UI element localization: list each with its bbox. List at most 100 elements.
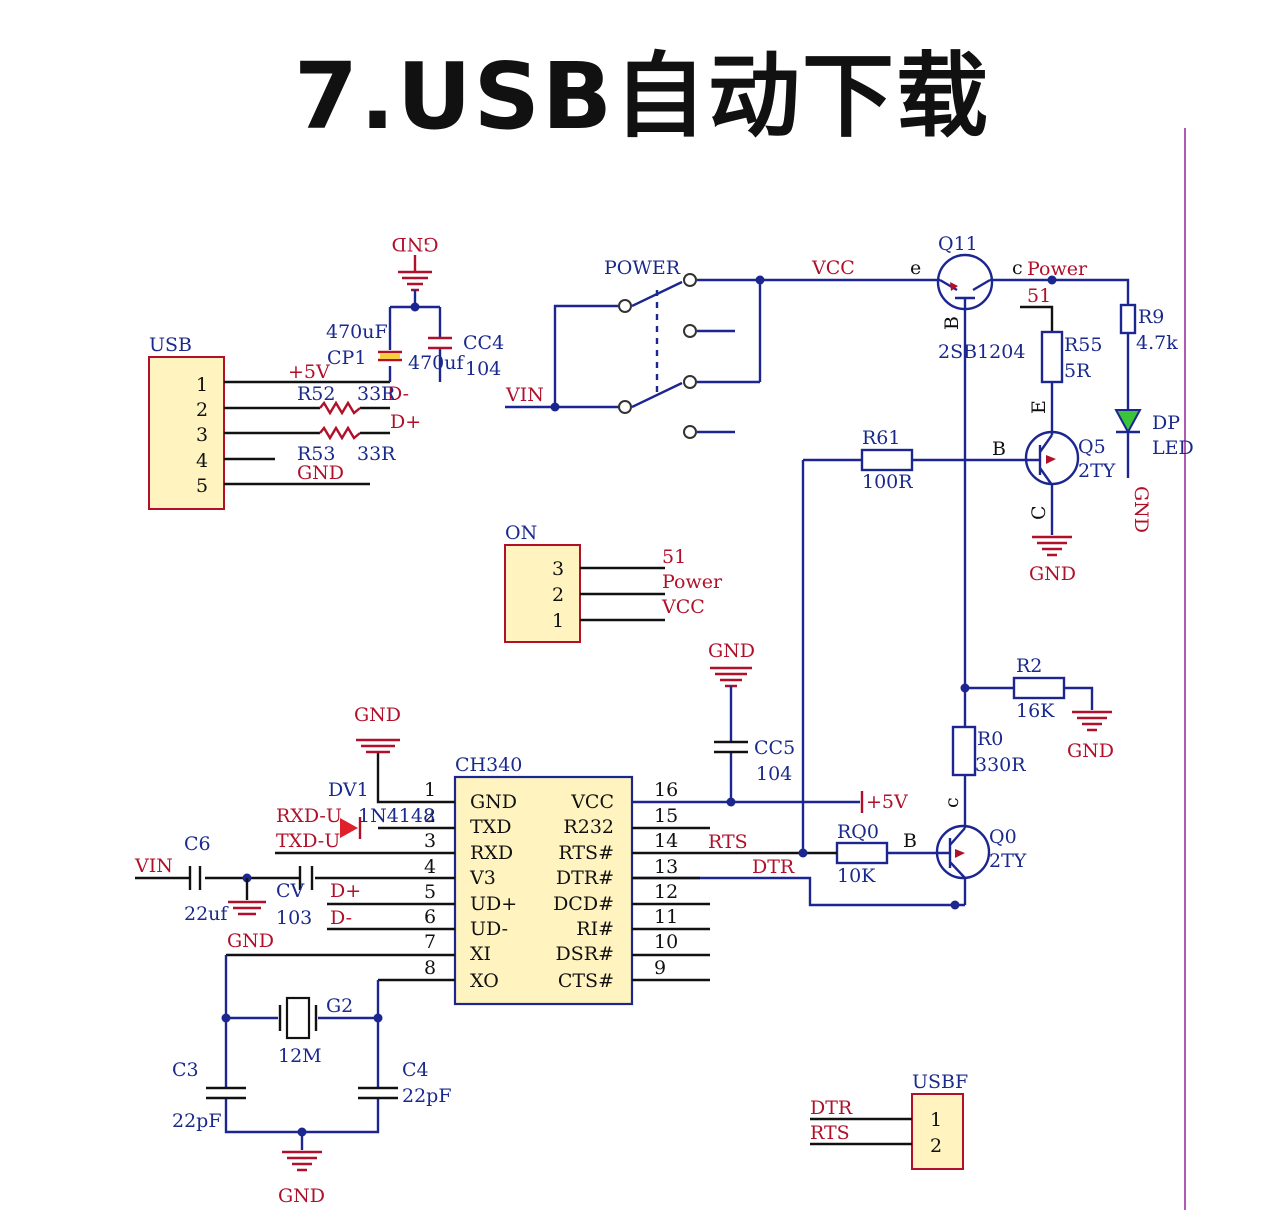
cc4-val: 104 xyxy=(465,358,501,380)
ch340-pin-cts: CTS# xyxy=(558,970,614,992)
crystal-val: 12M xyxy=(278,1045,322,1067)
dv1-ref: DV1 xyxy=(328,779,369,801)
usb-net-gnd: GND xyxy=(297,462,344,484)
led-ref: DP xyxy=(1152,412,1180,434)
q11-pin-b: B xyxy=(941,316,963,330)
cc5-val: 104 xyxy=(756,763,792,785)
r2-gnd-label: GND xyxy=(1067,740,1114,762)
ch340-dtr-net: DTR xyxy=(752,856,795,878)
c6-gnd-label: GND xyxy=(227,930,274,952)
usbf-header: USBF 1 2 DTR RTS xyxy=(810,1071,968,1170)
ud-dm-net: D- xyxy=(330,907,352,929)
r2-resistor xyxy=(1012,676,1066,700)
ch340-chip: CH340 GND TXD RXD V3 UD+ UD- XI XO VCC R… xyxy=(424,754,678,1006)
r53-ref: R53 xyxy=(297,443,335,465)
junction-dot xyxy=(410,302,420,312)
power-wire xyxy=(990,278,1130,305)
cp1-val: 470uF xyxy=(326,321,388,343)
cc5-ref: CC5 xyxy=(754,737,795,759)
cc4-capacitor xyxy=(428,336,452,350)
on-net-vcc: VCC xyxy=(661,596,705,618)
q11-pin-c: c xyxy=(1012,257,1023,279)
cc5-capacitor xyxy=(714,740,748,754)
usb-net-dp: D+ xyxy=(390,411,421,433)
r0-resistor xyxy=(951,725,977,777)
usbf-net-rts: RTS xyxy=(810,1122,850,1144)
usb-pin-3: 3 xyxy=(196,424,208,446)
on-pin-3: 3 xyxy=(552,558,564,580)
xtal-plates xyxy=(278,1005,318,1031)
r53-val: 33R xyxy=(357,443,396,465)
r61-wire xyxy=(801,458,1014,855)
ch340-pin-vcc: VCC xyxy=(570,791,614,813)
ch340-pin-dsr: DSR# xyxy=(556,943,614,965)
dv1-rxd-net: RXD-U xyxy=(276,805,342,827)
cc5-5v-net: +5V xyxy=(866,791,908,813)
ch340-num-9: 9 xyxy=(654,957,666,979)
q11-power-net: Power xyxy=(1027,258,1088,280)
usb-wires xyxy=(224,380,390,486)
r0-ref: R0 xyxy=(977,728,1003,750)
cv-val: 103 xyxy=(276,907,312,929)
junction-dot xyxy=(798,848,808,858)
cp1-val2: 470uf xyxy=(408,352,466,374)
ch340-gnd-label: GND xyxy=(354,704,401,726)
ch340-num-8: 8 xyxy=(424,957,436,979)
crystal-body xyxy=(285,996,311,1040)
ch340-num-1: 1 xyxy=(424,779,436,801)
ch340-rts-net: RTS xyxy=(708,831,748,853)
ch340-num-16: 16 xyxy=(654,779,678,801)
r9-ref: R9 xyxy=(1138,306,1164,328)
switch-ref: POWER xyxy=(604,257,681,279)
c6-cv-capacitors xyxy=(188,866,314,890)
usb-net-dm: D- xyxy=(387,383,409,405)
ch340-num-2: 2 xyxy=(424,805,436,827)
junction-dot xyxy=(950,900,960,910)
on-header: ON 3 2 1 51 Power VCC xyxy=(504,522,723,643)
ud-dp-net: D+ xyxy=(330,880,361,902)
ch340-pin-rxd: RXD xyxy=(470,842,513,864)
rq0-ref: RQ0 xyxy=(837,821,879,843)
ch340-pin-ri: RI# xyxy=(576,918,614,940)
usb-net-5v: +5V xyxy=(288,361,330,383)
pin51-wire xyxy=(1020,305,1054,332)
rq0-resistor xyxy=(835,841,889,865)
ch340-num-3: 3 xyxy=(424,830,436,852)
r2-gnd-symbol xyxy=(1072,710,1112,732)
cp1-body xyxy=(380,353,400,359)
c3-ref: C3 xyxy=(172,1059,199,1081)
q0-transistor: Q0 2TY B c xyxy=(887,797,1027,905)
q5-transistor: Q5 2TY B E C xyxy=(992,400,1116,535)
ch340-num-14: 14 xyxy=(654,830,678,852)
r55-ref: R55 xyxy=(1064,334,1102,356)
q11-transistor: Q11 e c B 2SB1204 xyxy=(910,233,1025,380)
led-part: LED xyxy=(1152,437,1194,459)
ch340-num-6: 6 xyxy=(424,906,436,928)
ch340-pin-udm: UD- xyxy=(470,918,508,940)
c6-gnd-symbol xyxy=(228,900,266,916)
c3-val: 22pF xyxy=(172,1110,222,1132)
cv-ref: CV xyxy=(276,880,305,902)
dtr-wire xyxy=(632,876,965,907)
usb-ref: USB xyxy=(149,334,192,356)
dv1-txd-net: TXD-U xyxy=(276,830,340,852)
r2-val: 16K xyxy=(1016,700,1055,722)
q11-pin51-net: 51 xyxy=(1027,285,1051,307)
ch340-num-12: 12 xyxy=(654,881,678,903)
r55-resistor xyxy=(1040,330,1064,384)
on-net-51: 51 xyxy=(662,546,686,568)
ch340-pin-xo: XO xyxy=(470,970,499,992)
r9-val: 4.7k xyxy=(1136,332,1178,354)
ch340-pin-udp: UD+ xyxy=(470,893,517,915)
r9-resistor xyxy=(1119,303,1137,335)
c3-c4-capacitors xyxy=(206,1086,398,1100)
junction-dot xyxy=(1047,275,1057,285)
usb-pin-5: 5 xyxy=(196,475,208,497)
ch340-ref: CH340 xyxy=(455,754,522,776)
ch340-pin-v3: V3 xyxy=(469,867,496,889)
ch340-num-5: 5 xyxy=(424,881,436,903)
c6-vin-net: VIN xyxy=(134,855,173,877)
usbf-net-dtr: DTR xyxy=(810,1097,853,1119)
q0-ref: Q0 xyxy=(989,826,1017,848)
q11-part: 2SB1204 xyxy=(938,341,1025,363)
